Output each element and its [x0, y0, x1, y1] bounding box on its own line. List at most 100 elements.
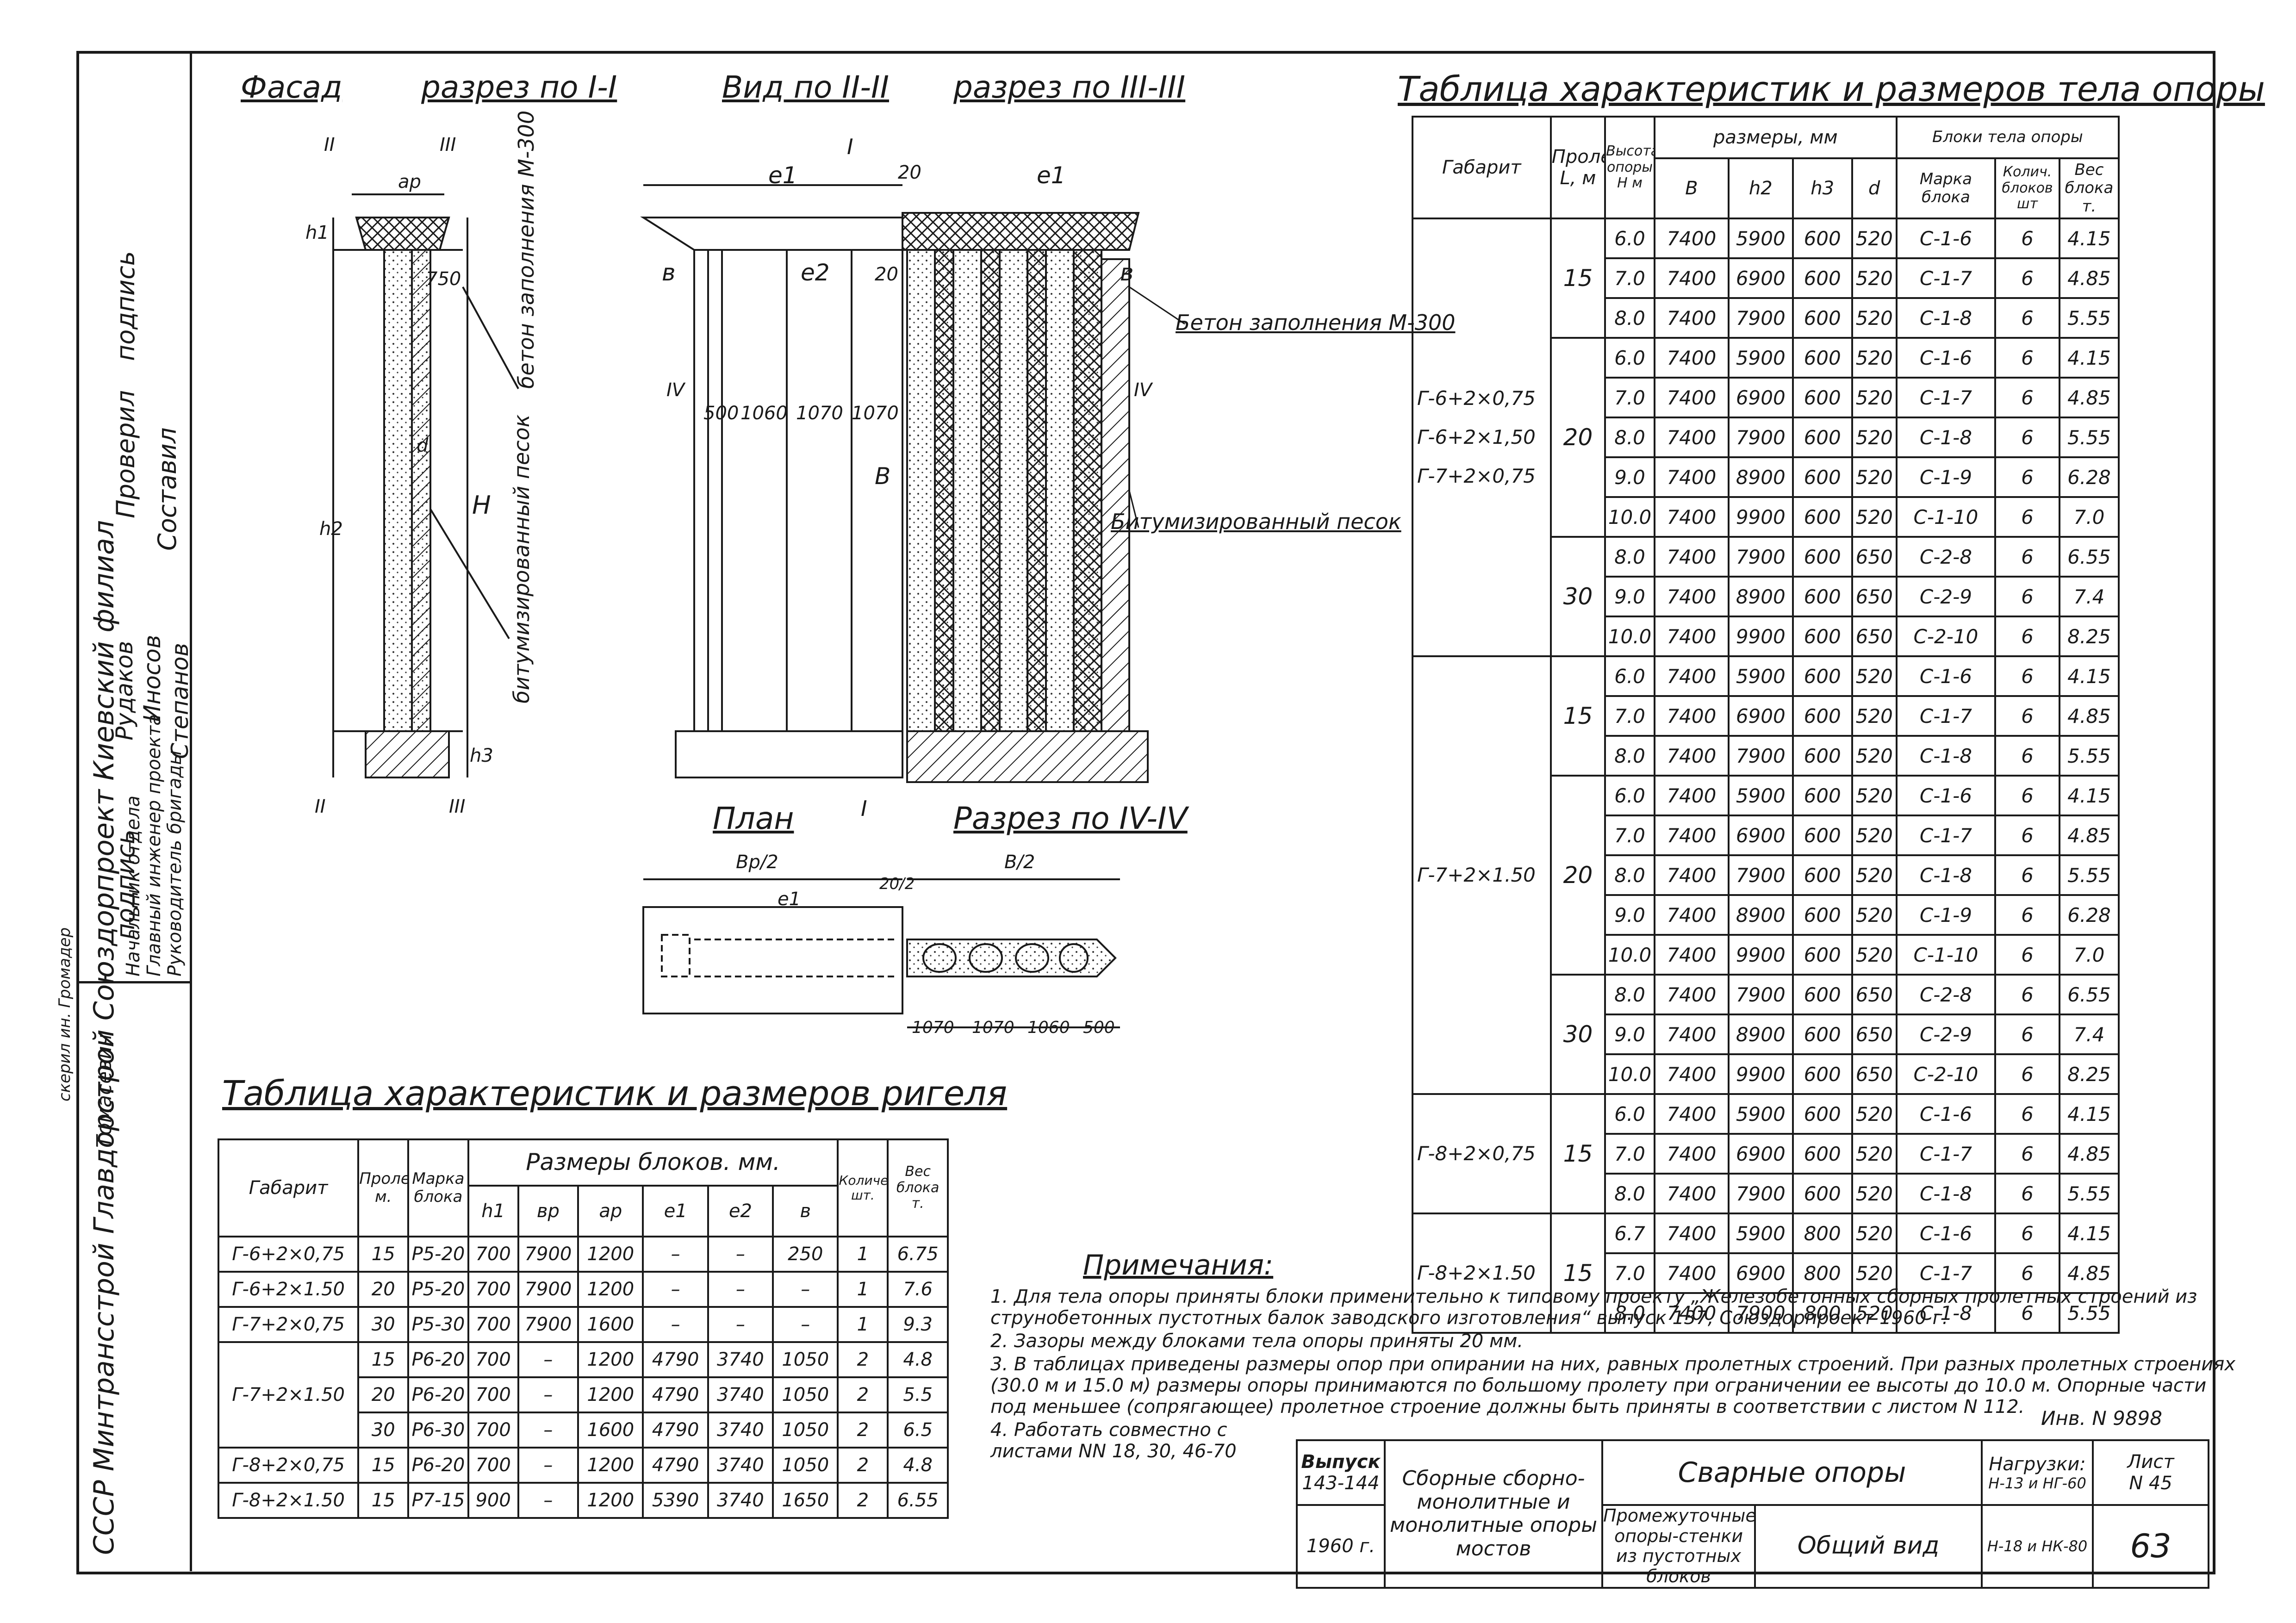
bt-cell: 4.85	[2058, 1133, 2120, 1175]
plan-dim-1: 1070	[912, 1018, 954, 1037]
bt-cell: 9900	[1727, 616, 1794, 657]
dim-bp2: Bp/2	[736, 852, 778, 873]
rt-col-gabarit: Габарит	[217, 1138, 360, 1237]
bt-cell: 6	[1994, 894, 2060, 936]
dim-750: 750	[426, 268, 461, 290]
rt-col-h1: h1	[467, 1185, 519, 1237]
dim-e1-plan: e1	[778, 889, 801, 910]
dim-h1: h1	[305, 222, 329, 243]
rt-gabarit-cell: Г-7+2×1.50	[217, 1341, 360, 1449]
bt-col-mark: Марка блока	[1895, 157, 1997, 219]
bt-cell: 8.0	[1604, 536, 1655, 578]
bt-cell: 5.55	[2058, 1173, 2120, 1214]
bt-cell: 7400	[1653, 815, 1730, 856]
bt-gabarit-cell: Г-8+2×0,75	[1412, 1093, 1552, 1214]
bt-cell: 6900	[1727, 257, 1794, 299]
rt-cell: 6.5	[887, 1412, 949, 1449]
rt-cell: Р5-30	[407, 1306, 469, 1343]
rt-cell: 30	[357, 1306, 410, 1343]
bt-cell: 520	[1851, 1213, 1898, 1254]
tb-series: Сборные сборно-монолитные и монолитные о…	[1384, 1439, 1603, 1589]
bt-cell: 4.15	[2058, 337, 2120, 379]
bt-cell: С-1-9	[1895, 456, 1997, 498]
tb-view: Общий вид	[1754, 1504, 1983, 1589]
plan-dim-3: 1060	[1027, 1018, 1070, 1037]
rt-cell: –	[772, 1271, 839, 1308]
bt-cell: 7900	[1727, 536, 1794, 578]
bt-cell: 7900	[1727, 417, 1794, 458]
bt-cell: 7.0	[2058, 496, 2120, 538]
bt-cell: 520	[1851, 1252, 1898, 1294]
bt-cell: 7.0	[2058, 934, 2120, 976]
rt-cell: 1	[837, 1236, 889, 1273]
rt-cell: 2	[837, 1482, 889, 1519]
bt-cell: 4.85	[2058, 257, 2120, 299]
rt-col-span: Пролет м.	[357, 1138, 410, 1237]
bt-cell: 6	[1994, 1252, 2060, 1294]
bt-cell: 8.0	[1604, 854, 1655, 896]
bt-cell: 8.0	[1604, 297, 1655, 339]
bt-cell: 5900	[1727, 775, 1794, 816]
section-3-drawing	[902, 212, 1185, 783]
bt-cell: 600	[1792, 536, 1853, 578]
dim-h2: h2	[319, 518, 343, 540]
rt-cell: 2	[837, 1412, 889, 1449]
bt-cell: С-1-6	[1895, 775, 1997, 816]
bt-cell: 7400	[1653, 854, 1730, 896]
rt-cell: –	[642, 1271, 709, 1308]
rt-cell: 1200	[577, 1341, 644, 1378]
bt-cell: 7400	[1653, 1173, 1730, 1214]
bt-cell: 7400	[1653, 257, 1730, 299]
bt-cell: 520	[1851, 218, 1898, 259]
bt-cell: 6	[1994, 1014, 2060, 1055]
bt-cell: 520	[1851, 417, 1898, 458]
bt-cell: 6	[1994, 1053, 2060, 1095]
header-facade: Фасад	[241, 69, 342, 105]
bt-span-cell: 15	[1549, 1213, 1606, 1334]
bt-cell: С-1-8	[1895, 735, 1997, 777]
bt-cell: 5900	[1727, 1093, 1794, 1135]
bt-cell: 6900	[1727, 1133, 1794, 1175]
bt-cell: 6900	[1727, 1252, 1794, 1294]
rt-cell: 15	[357, 1482, 410, 1519]
rt-cell: 1050	[772, 1447, 839, 1484]
bt-cell: 6900	[1727, 695, 1794, 737]
bt-cell: 520	[1851, 815, 1898, 856]
bt-cell: 4.85	[2058, 1252, 2120, 1294]
bt-cell: 6	[1994, 695, 2060, 737]
bt-cell: 7400	[1653, 695, 1730, 737]
bt-cell: 600	[1792, 456, 1853, 498]
rt-cell: 3740	[707, 1482, 774, 1519]
bt-cell: 6	[1994, 934, 2060, 976]
note-1: 1. Для тела опоры приняты блоки применит…	[990, 1286, 2197, 1329]
body-table: Габарит Пролет L, м Высота опоры H м раз…	[1412, 116, 2120, 1334]
tb-sheet-label: Лист	[2127, 1451, 2174, 1473]
rt-cell: 7900	[517, 1306, 579, 1343]
bt-cell: 800	[1792, 1252, 1853, 1294]
bt-cell: С-2-9	[1895, 576, 1997, 617]
rt-cell: Р6-20	[407, 1447, 469, 1484]
rt-cell: Р6-20	[407, 1341, 469, 1378]
rt-col-b: в	[772, 1185, 839, 1237]
rt-cell: 700	[467, 1236, 519, 1273]
bt-cell: 7.4	[2058, 576, 2120, 617]
rt-cell: 3740	[707, 1376, 774, 1413]
dim-d: d	[417, 435, 429, 456]
crossbar-table-title: Таблица характеристик и размеров ригеля	[222, 1074, 1008, 1113]
bt-cell: 7900	[1727, 1292, 1794, 1334]
bt-cell: 600	[1792, 854, 1853, 896]
bt-cell: С-1-7	[1895, 257, 1997, 299]
bt-cell: 6.0	[1604, 337, 1655, 379]
bt-cell: 5.55	[2058, 1292, 2120, 1334]
bt-cell: 6.0	[1604, 218, 1655, 259]
